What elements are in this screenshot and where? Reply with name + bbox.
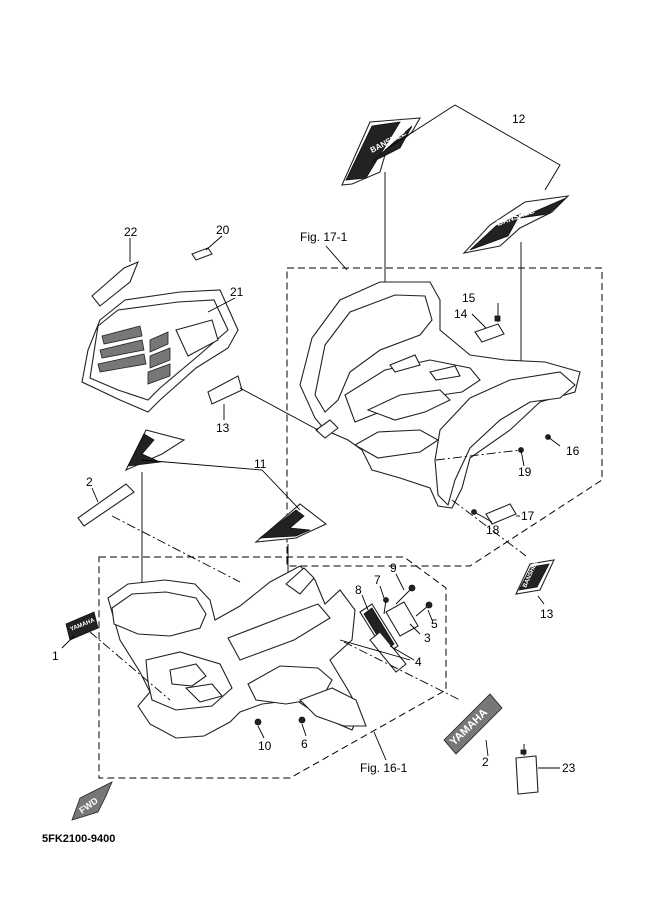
rear-hole-line xyxy=(435,449,522,461)
part-9-bolt xyxy=(395,584,416,605)
callout-14: 14 xyxy=(454,307,468,321)
leader-16 xyxy=(547,436,561,447)
callout-4: 4 xyxy=(415,655,422,669)
yamaha-emblem-small: YAMAHA xyxy=(65,611,99,641)
yamaha-emblem-large: YAMAHA xyxy=(443,693,503,755)
plate-decal-20 xyxy=(191,247,213,261)
seat-graphic-right: BANSHEE xyxy=(462,195,570,254)
callout-6: 6 xyxy=(301,737,308,751)
model-badge: BANSHEE xyxy=(515,559,555,595)
part-3-plate xyxy=(385,601,419,637)
document-id: 5FK2100-9400 xyxy=(42,833,115,845)
leader-3 xyxy=(409,623,421,635)
callout-19: 19 xyxy=(518,465,532,479)
rear-fender xyxy=(299,281,581,515)
callout-23: 23 xyxy=(562,761,576,775)
callout-13-upper: 13 xyxy=(216,421,230,435)
callout-17: 17 xyxy=(521,509,535,523)
callout-12: 12 xyxy=(512,112,526,126)
callout-20: 20 xyxy=(216,223,230,237)
leader-2-right-to-fender xyxy=(343,641,461,701)
front-graphic-right xyxy=(254,503,328,543)
front-fender xyxy=(107,565,367,739)
leader-2-to-fender xyxy=(111,515,241,583)
rear-decal-14 xyxy=(474,323,505,343)
leader-8 xyxy=(361,594,369,611)
callout-15: 15 xyxy=(462,291,476,305)
leader-9 xyxy=(395,573,405,591)
plate-decal-22 xyxy=(91,260,140,307)
decal-2-left xyxy=(77,483,135,527)
leader-21 xyxy=(207,297,236,313)
figure-ref-rear: Fig. 17-1 xyxy=(300,230,348,244)
leader-13-to-fender xyxy=(239,387,319,431)
callout-2-right: 2 xyxy=(482,755,489,769)
callout-3: 3 xyxy=(424,631,431,645)
leader-7 xyxy=(379,585,385,599)
warning-tag xyxy=(515,744,539,795)
callout-8: 8 xyxy=(355,583,362,597)
leader-11 xyxy=(141,459,301,511)
leader-13-lower-to-fender xyxy=(451,499,527,557)
leader-13-lower xyxy=(537,595,545,605)
callout-22: 22 xyxy=(124,225,138,239)
leader-18 xyxy=(475,512,493,523)
part-7-screw xyxy=(383,597,389,615)
leader-12 xyxy=(384,104,561,191)
callout-7: 7 xyxy=(374,573,381,587)
leader-10 xyxy=(257,725,265,739)
leader-5 xyxy=(427,609,433,621)
decal-13-upper xyxy=(207,375,243,405)
rear-decal-15 xyxy=(494,303,501,322)
emblem-large-text: YAMAHA xyxy=(448,707,490,749)
callout-13-lower: 13 xyxy=(540,607,554,621)
leader-6 xyxy=(301,723,307,737)
leader-14 xyxy=(471,313,487,329)
front-graphic-left xyxy=(124,429,186,472)
leader-1-to-fender xyxy=(89,631,171,701)
leader-4b xyxy=(339,639,411,661)
figure-ref-front: Fig. 16-1 xyxy=(360,761,408,775)
leader-1 xyxy=(61,635,75,649)
callout-21: 21 xyxy=(230,285,244,299)
leader-2-left xyxy=(91,487,99,503)
front-fender-group-box xyxy=(98,556,447,779)
front-number-plate xyxy=(81,289,239,413)
callout-11: 11 xyxy=(254,457,267,471)
leader-19 xyxy=(520,449,525,467)
seat-graphic-left: BANSHEE xyxy=(341,117,421,186)
callout-2-left: 2 xyxy=(86,475,93,489)
leader-20 xyxy=(205,235,223,251)
leader-2-right xyxy=(485,739,489,757)
leader-figref-rear xyxy=(325,245,348,271)
leader-figref-front xyxy=(373,731,387,761)
callout-5: 5 xyxy=(431,617,438,631)
callout-9: 9 xyxy=(390,561,397,575)
part-4-plate xyxy=(369,631,407,673)
part-5-bolt xyxy=(415,601,433,617)
callout-10: 10 xyxy=(258,739,272,753)
leader-4 xyxy=(389,645,415,661)
callout-16: 16 xyxy=(566,444,580,458)
callout-1: 1 xyxy=(52,649,59,663)
forward-arrow-symbol: FWD xyxy=(71,781,113,821)
